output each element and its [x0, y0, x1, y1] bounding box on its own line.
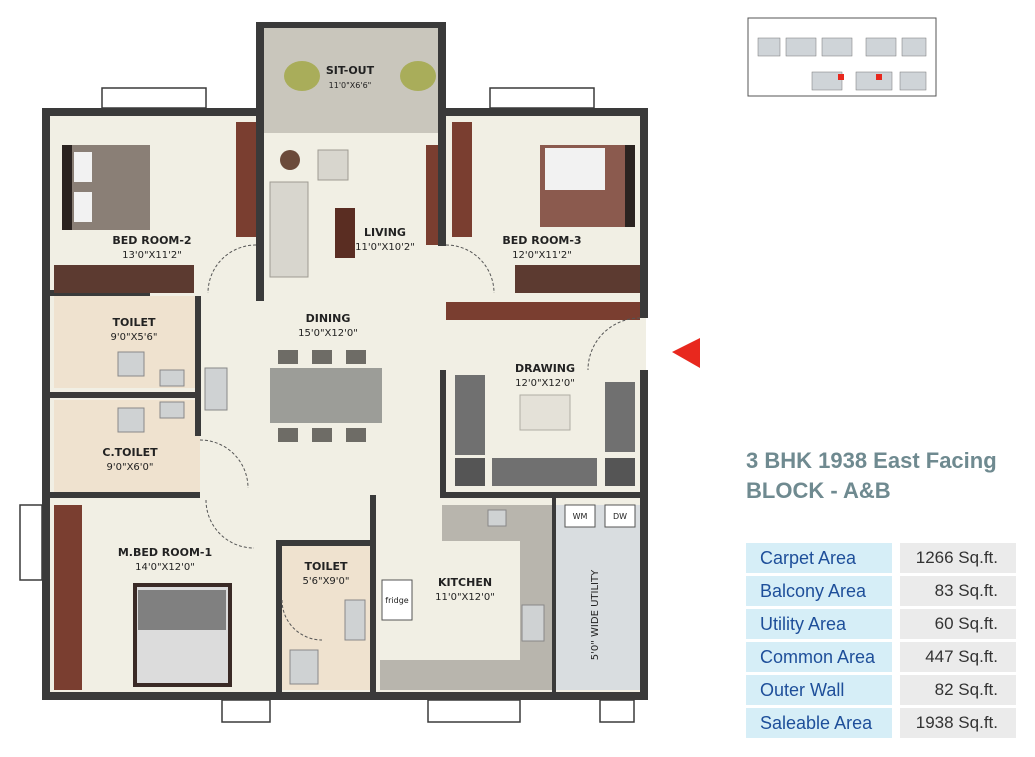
key-plan-marker-b — [876, 74, 882, 80]
toilet2-dim: 5'6"X9'0" — [303, 576, 350, 587]
area-row: Outer Wall 82 Sq.ft. — [746, 675, 1016, 705]
area-label: Common Area — [746, 642, 892, 672]
utility-floor — [553, 505, 641, 690]
area-value: 82 Sq.ft. — [900, 675, 1016, 705]
dining-set — [270, 350, 382, 442]
walls — [42, 22, 648, 700]
wm-label: WM — [573, 512, 588, 521]
coffee-table — [519, 394, 571, 431]
toilet1-label: TOILET — [113, 316, 156, 329]
area-label: Utility Area — [746, 609, 892, 639]
living-dim: 11'0"X10'2" — [355, 242, 415, 253]
dining-dim: 15'0"X12'0" — [298, 328, 358, 339]
area-label: Carpet Area — [746, 543, 892, 573]
mbedroom-label: M.BED ROOM-1 — [118, 546, 212, 559]
area-value: 1266 Sq.ft. — [900, 543, 1016, 573]
wm-box — [564, 504, 596, 528]
drawing-sofas — [455, 375, 635, 486]
storage-bedroom3 — [515, 265, 640, 293]
ctoilet-dim: 9'0"X6'0" — [107, 462, 154, 473]
drawing-dim: 12'0"X12'0" — [515, 378, 575, 389]
bed-master — [133, 583, 232, 687]
living-label: LIVING — [364, 226, 406, 239]
kitchen-label: KITCHEN — [438, 576, 492, 589]
fridge-box — [381, 579, 413, 621]
area-value: 1938 Sq.ft. — [900, 708, 1016, 738]
plan-title: 3 BHK 1938 East Facing BLOCK - A&B — [746, 446, 997, 506]
area-value: 83 Sq.ft. — [900, 576, 1016, 606]
side-table — [280, 150, 300, 170]
bedroom2-dim: 13'0"X11'2" — [122, 250, 182, 261]
wardrobes — [54, 122, 640, 690]
dw-box — [604, 504, 636, 528]
plan-title-line2: BLOCK - A&B — [746, 478, 891, 503]
toilet1-dim: 9'0"X5'6" — [111, 332, 158, 343]
area-row: Utility Area 60 Sq.ft. — [746, 609, 1016, 639]
area-row: Common Area 447 Sq.ft. — [746, 642, 1016, 672]
kitchen-counter-bottom — [380, 660, 555, 690]
ctoilet-label: C.TOILET — [102, 446, 158, 459]
mbedroom-dim: 14'0"X12'0" — [135, 562, 195, 573]
area-table: Carpet Area 1266 Sq.ft. Balcony Area 83 … — [746, 540, 1016, 741]
sink-icons — [117, 351, 545, 685]
area-row: Balcony Area 83 Sq.ft. — [746, 576, 1016, 606]
bedroom3-dim: 12'0"X11'2" — [512, 250, 572, 261]
bed-bedroom3 — [540, 145, 635, 227]
area-row: Carpet Area 1266 Sq.ft. — [746, 543, 1016, 573]
sitout-dim: 11'0"X6'6" — [329, 81, 372, 90]
toilet2-label: TOILET — [305, 560, 348, 573]
sitout-chairs — [284, 61, 436, 91]
area-value: 447 Sq.ft. — [900, 642, 1016, 672]
tv-unit-living — [335, 208, 355, 258]
area-label: Outer Wall — [746, 675, 892, 705]
area-label: Saleable Area — [746, 708, 892, 738]
drawing-label: DRAWING — [515, 362, 575, 375]
storage-bedroom2 — [54, 265, 194, 293]
utility-label: 5'0" WIDE UTILITY — [590, 569, 601, 660]
kitchen-dim: 11'0"X12'0" — [435, 592, 495, 603]
sofa-living — [269, 181, 309, 278]
kitchen-counter-side — [520, 540, 553, 660]
dw-label: DW — [613, 512, 627, 521]
dining-label: DINING — [306, 312, 351, 325]
bedroom3-label: BED ROOM-3 — [502, 234, 581, 247]
area-label: Balcony Area — [746, 576, 892, 606]
bed-bedroom2 — [62, 145, 150, 230]
plan-title-line1: 3 BHK 1938 East Facing — [746, 448, 997, 473]
windows — [19, 87, 635, 723]
area-value: 60 Sq.ft. — [900, 609, 1016, 639]
bedroom2-label: BED ROOM-2 — [112, 234, 191, 247]
door-arcs — [199, 244, 641, 641]
entry-arrow-icon — [672, 338, 700, 368]
sitout-label: SIT-OUT — [326, 64, 375, 77]
key-plan-marker-a — [838, 74, 844, 80]
area-row: Saleable Area 1938 Sq.ft. — [746, 708, 1016, 738]
fridge-label: fridge — [385, 596, 408, 605]
armchair-living — [317, 149, 349, 181]
key-plan — [747, 17, 937, 97]
